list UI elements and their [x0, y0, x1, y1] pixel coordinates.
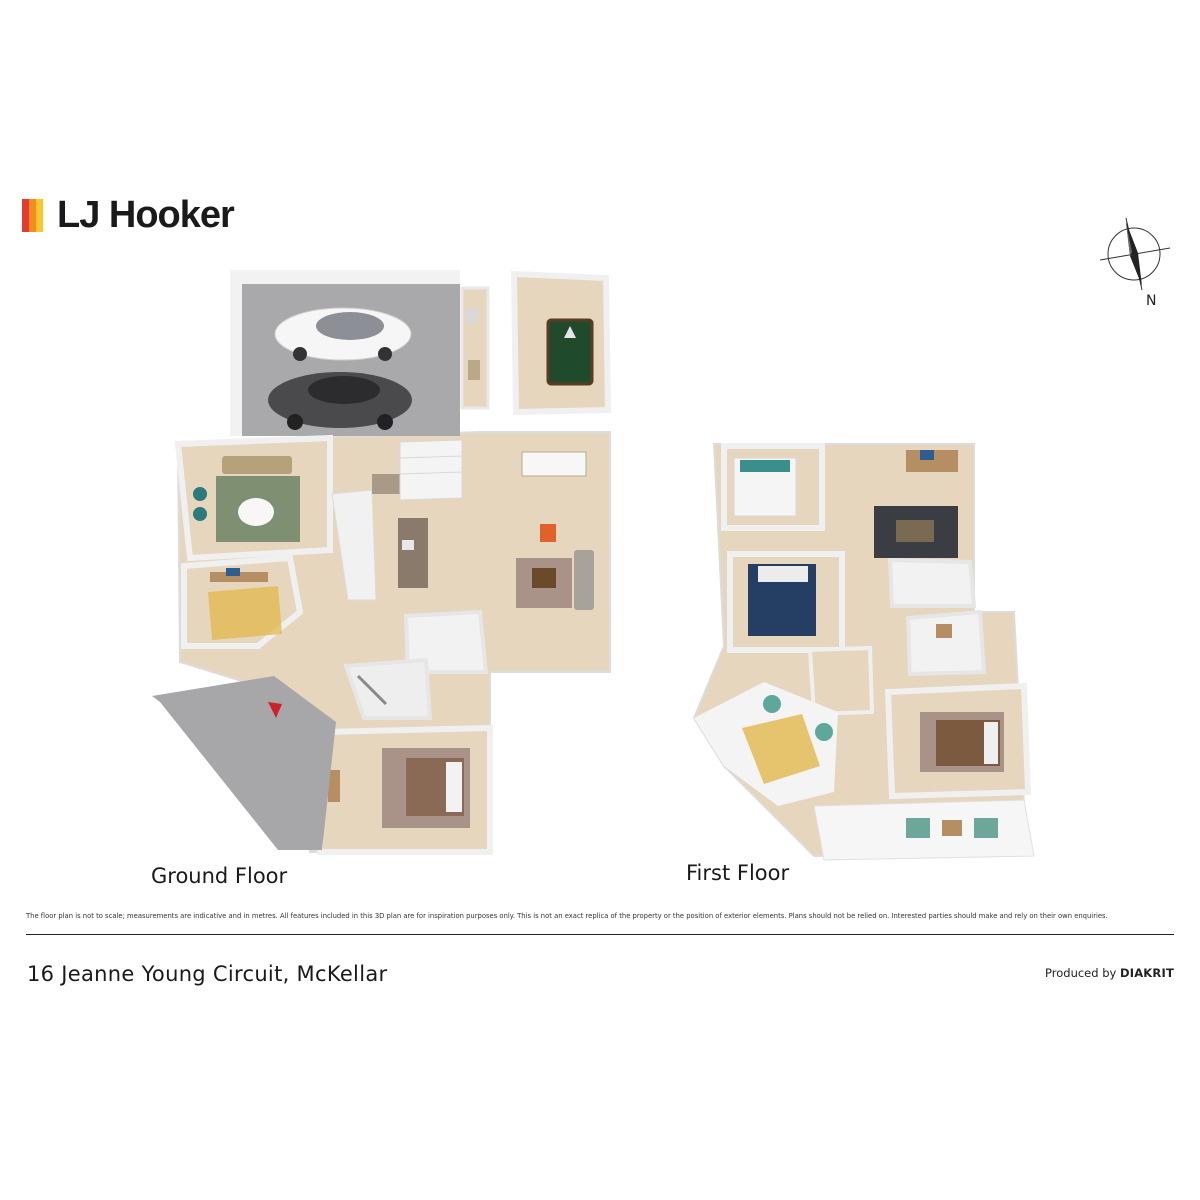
property-address: 16 Jeanne Young Circuit, McKellar: [27, 962, 388, 986]
kitchen-island: [398, 518, 428, 588]
garage: [230, 270, 460, 436]
logo-mark-icon: [22, 198, 43, 232]
credit-brand: DIAKRIT: [1119, 966, 1174, 980]
compass-north-icon: N: [1099, 217, 1171, 308]
brand-name: LJ Hooker: [57, 194, 235, 236]
divider: [26, 934, 1174, 935]
lj-hooker-logo: LJ Hooker: [22, 194, 235, 236]
ground-floor-plan: [152, 270, 612, 855]
credit-prefix: Produced by: [1045, 966, 1117, 980]
dining-table-icon: [521, 451, 587, 477]
billiard-room: [510, 270, 612, 416]
lounge-sofa-icon: [574, 550, 594, 610]
sofa-icon: [222, 456, 292, 474]
compass-label: N: [1146, 293, 1156, 308]
patterned-rug: [742, 714, 820, 784]
bedroom-2: [721, 443, 825, 531]
patterned-rug: [208, 586, 282, 640]
patio: [152, 676, 336, 850]
ground-bedroom: [316, 724, 493, 855]
front-bedroom: [694, 682, 838, 806]
dark-car-icon: [268, 372, 412, 430]
disclaimer-text: The floor plan is not to scale; measurem…: [26, 912, 1108, 920]
entry-marker-icon: [268, 702, 282, 718]
billiard-table-icon: [546, 318, 594, 386]
ground-floor-label: Ground Floor: [151, 864, 288, 888]
living-room: [174, 434, 333, 562]
study-room: [181, 554, 304, 649]
master-bedroom: [884, 682, 1032, 800]
lounge: [516, 524, 594, 610]
produced-by-credit: Produced by DIAKRIT: [1045, 966, 1174, 980]
white-car-icon: [274, 307, 412, 361]
media-room: [874, 506, 958, 558]
first-floor-plan: [692, 443, 1035, 861]
bedroom-3: [727, 551, 845, 653]
first-floor-label: First Floor: [686, 861, 790, 885]
